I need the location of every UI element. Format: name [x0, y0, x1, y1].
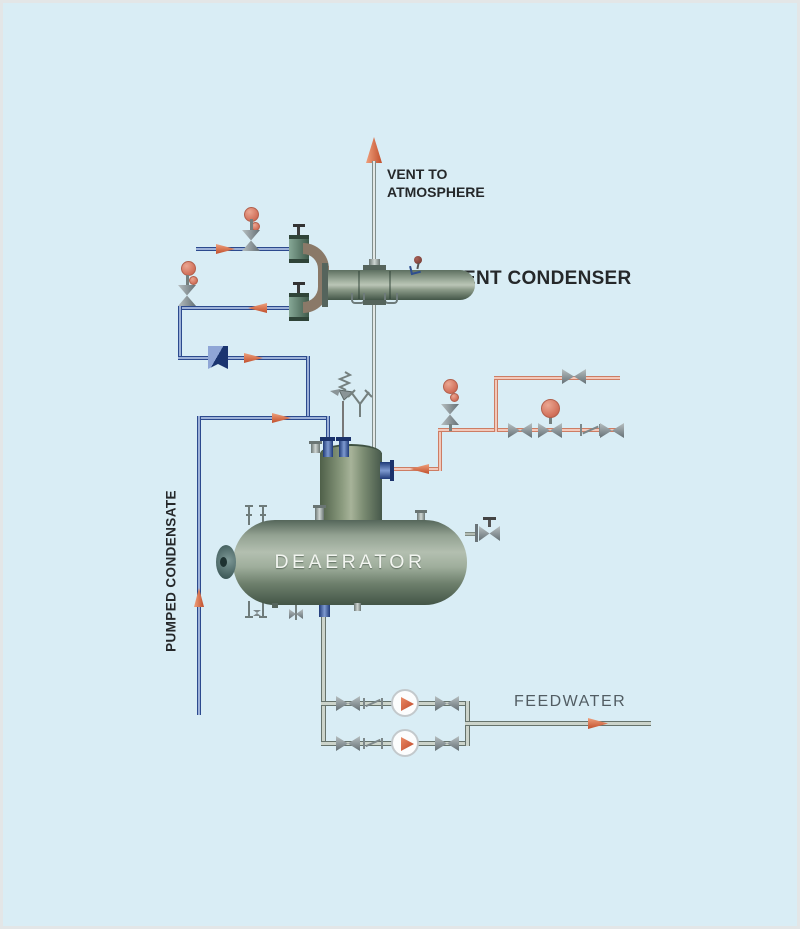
level-gauge-bracket-bottom-icon — [245, 601, 267, 618]
flow-arrow-left-icon — [410, 464, 429, 474]
vessel-outlet-nozzle — [319, 603, 330, 617]
dome-nozzle-flange — [336, 437, 351, 441]
check-valve-icon — [580, 423, 601, 437]
gate-valve-icon — [562, 369, 586, 384]
vent-pipe-upper — [372, 161, 376, 267]
pressure-regulator-valve-icon — [242, 230, 260, 251]
valve-handle-icon — [293, 224, 305, 227]
valve-handle-icon — [293, 282, 305, 285]
condensate-line-top — [196, 247, 289, 251]
vent-condenser-label: VENT CONDENSER — [450, 268, 632, 289]
atmospheric-vent-icon — [347, 389, 373, 417]
relief-valve-stem — [342, 401, 344, 439]
vessel-top-stub — [315, 506, 324, 522]
condensate-header-horizontal — [197, 416, 330, 420]
flow-arrow-left-icon — [248, 303, 267, 313]
gate-valve-icon — [508, 423, 532, 438]
side-gate-valve-icon — [479, 526, 500, 541]
feedwater-label: FEEDWATER — [514, 693, 627, 710]
deaerator-label: DEAERATOR — [274, 551, 426, 573]
valve-stem — [250, 219, 253, 231]
check-valve-icon — [363, 737, 383, 750]
pump-isolation-valve-icon — [336, 696, 360, 711]
instrument-icon — [414, 256, 422, 264]
condenser-seam — [358, 271, 360, 299]
manway-knob-icon — [220, 557, 227, 567]
vent-up-arrow-icon — [366, 137, 382, 163]
check-valve-icon — [363, 697, 383, 710]
flow-arrow-right-icon — [244, 353, 263, 363]
pump-suction-downcomer — [321, 615, 326, 746]
dome-steam-flange — [390, 460, 394, 481]
pumped-condensate-label: PUMPED CONDENSATE — [163, 490, 179, 652]
side-valve-flange — [475, 524, 478, 542]
valve-stem — [186, 275, 189, 286]
condenser-bottom-flange — [363, 300, 386, 305]
vent-pipe-lower — [372, 303, 376, 455]
vessel-bottom-stub — [354, 603, 361, 611]
feed-pump-2 — [391, 729, 419, 757]
dome-nozzle-condensate — [323, 439, 333, 457]
vessel-top-stub-cap — [415, 510, 427, 513]
side-valve-stub — [465, 532, 477, 536]
dome-small-nozzle — [311, 443, 320, 453]
gate-valve-icon — [600, 423, 624, 438]
vessel-top-stub — [417, 511, 425, 522]
pressure-regulator-valve-icon — [178, 285, 196, 306]
condenser-hanger-bracket-icon — [384, 293, 398, 304]
drain-valve-stem — [295, 603, 297, 620]
deaerator-dome — [320, 453, 382, 528]
pump-isolation-valve-icon — [435, 696, 459, 711]
regulator-gauge-large-icon — [181, 261, 196, 276]
vessel-top-stub-cap — [313, 505, 326, 508]
pump-triangle-icon — [401, 697, 414, 711]
drain-valve-icon — [289, 609, 303, 619]
steam-trap-icon — [208, 346, 228, 369]
flow-arrow-right-icon — [216, 244, 235, 254]
gate-valve-icon — [538, 423, 562, 438]
pump-isolation-valve-icon — [336, 736, 360, 751]
vent-to-label-line1: VENT TO — [387, 166, 448, 182]
dome-inlet-drop — [326, 416, 330, 443]
flow-arrow-right-icon — [588, 718, 608, 729]
regulator-gauge-large-icon — [443, 379, 458, 394]
drain-line-vertical — [178, 306, 182, 360]
dome-steam-nozzle — [380, 462, 392, 479]
valve-handle-icon — [483, 517, 496, 520]
dome-nozzle-flange — [320, 437, 335, 441]
condenser-inlet-flange — [322, 263, 328, 307]
deaerator-vessel: DEAERATOR — [233, 520, 467, 605]
feed-pump-1 — [391, 689, 419, 717]
dome-nozzle-relief — [339, 439, 349, 457]
steam-control-valve-icon — [441, 404, 459, 425]
vessel-bottom-stub — [272, 603, 278, 608]
condenser-top-flange — [363, 265, 386, 270]
pump-isolation-valve-icon — [435, 736, 459, 751]
vent-to-atmosphere-label: VENT TO ATMOSPHERE — [387, 165, 485, 201]
deaerator-dome-cap — [320, 444, 382, 464]
condensate-line-bottom — [180, 306, 289, 310]
drain-drop-vertical — [306, 356, 310, 420]
pipe-elbow-top — [303, 243, 329, 269]
dome-small-nozzle-cap — [309, 441, 322, 444]
condenser-seam — [389, 271, 391, 299]
steam-branch-vertical — [494, 376, 498, 432]
flow-arrow-right-icon — [272, 413, 291, 423]
pumped-condensate-riser — [197, 416, 201, 715]
pump-triangle-icon — [401, 737, 414, 751]
regulator-gauge-small-icon — [450, 393, 459, 402]
pressure-gauge-icon — [541, 399, 560, 418]
feedwater-line — [465, 721, 651, 726]
regulator-gauge-small-icon — [189, 276, 198, 285]
condenser-hanger-bracket-icon — [351, 293, 365, 304]
steam-riser — [438, 428, 442, 471]
steam-header-upper — [494, 376, 620, 380]
flow-arrow-up-icon — [194, 588, 204, 607]
vent-to-label-line2: ATMOSPHERE — [387, 184, 485, 200]
